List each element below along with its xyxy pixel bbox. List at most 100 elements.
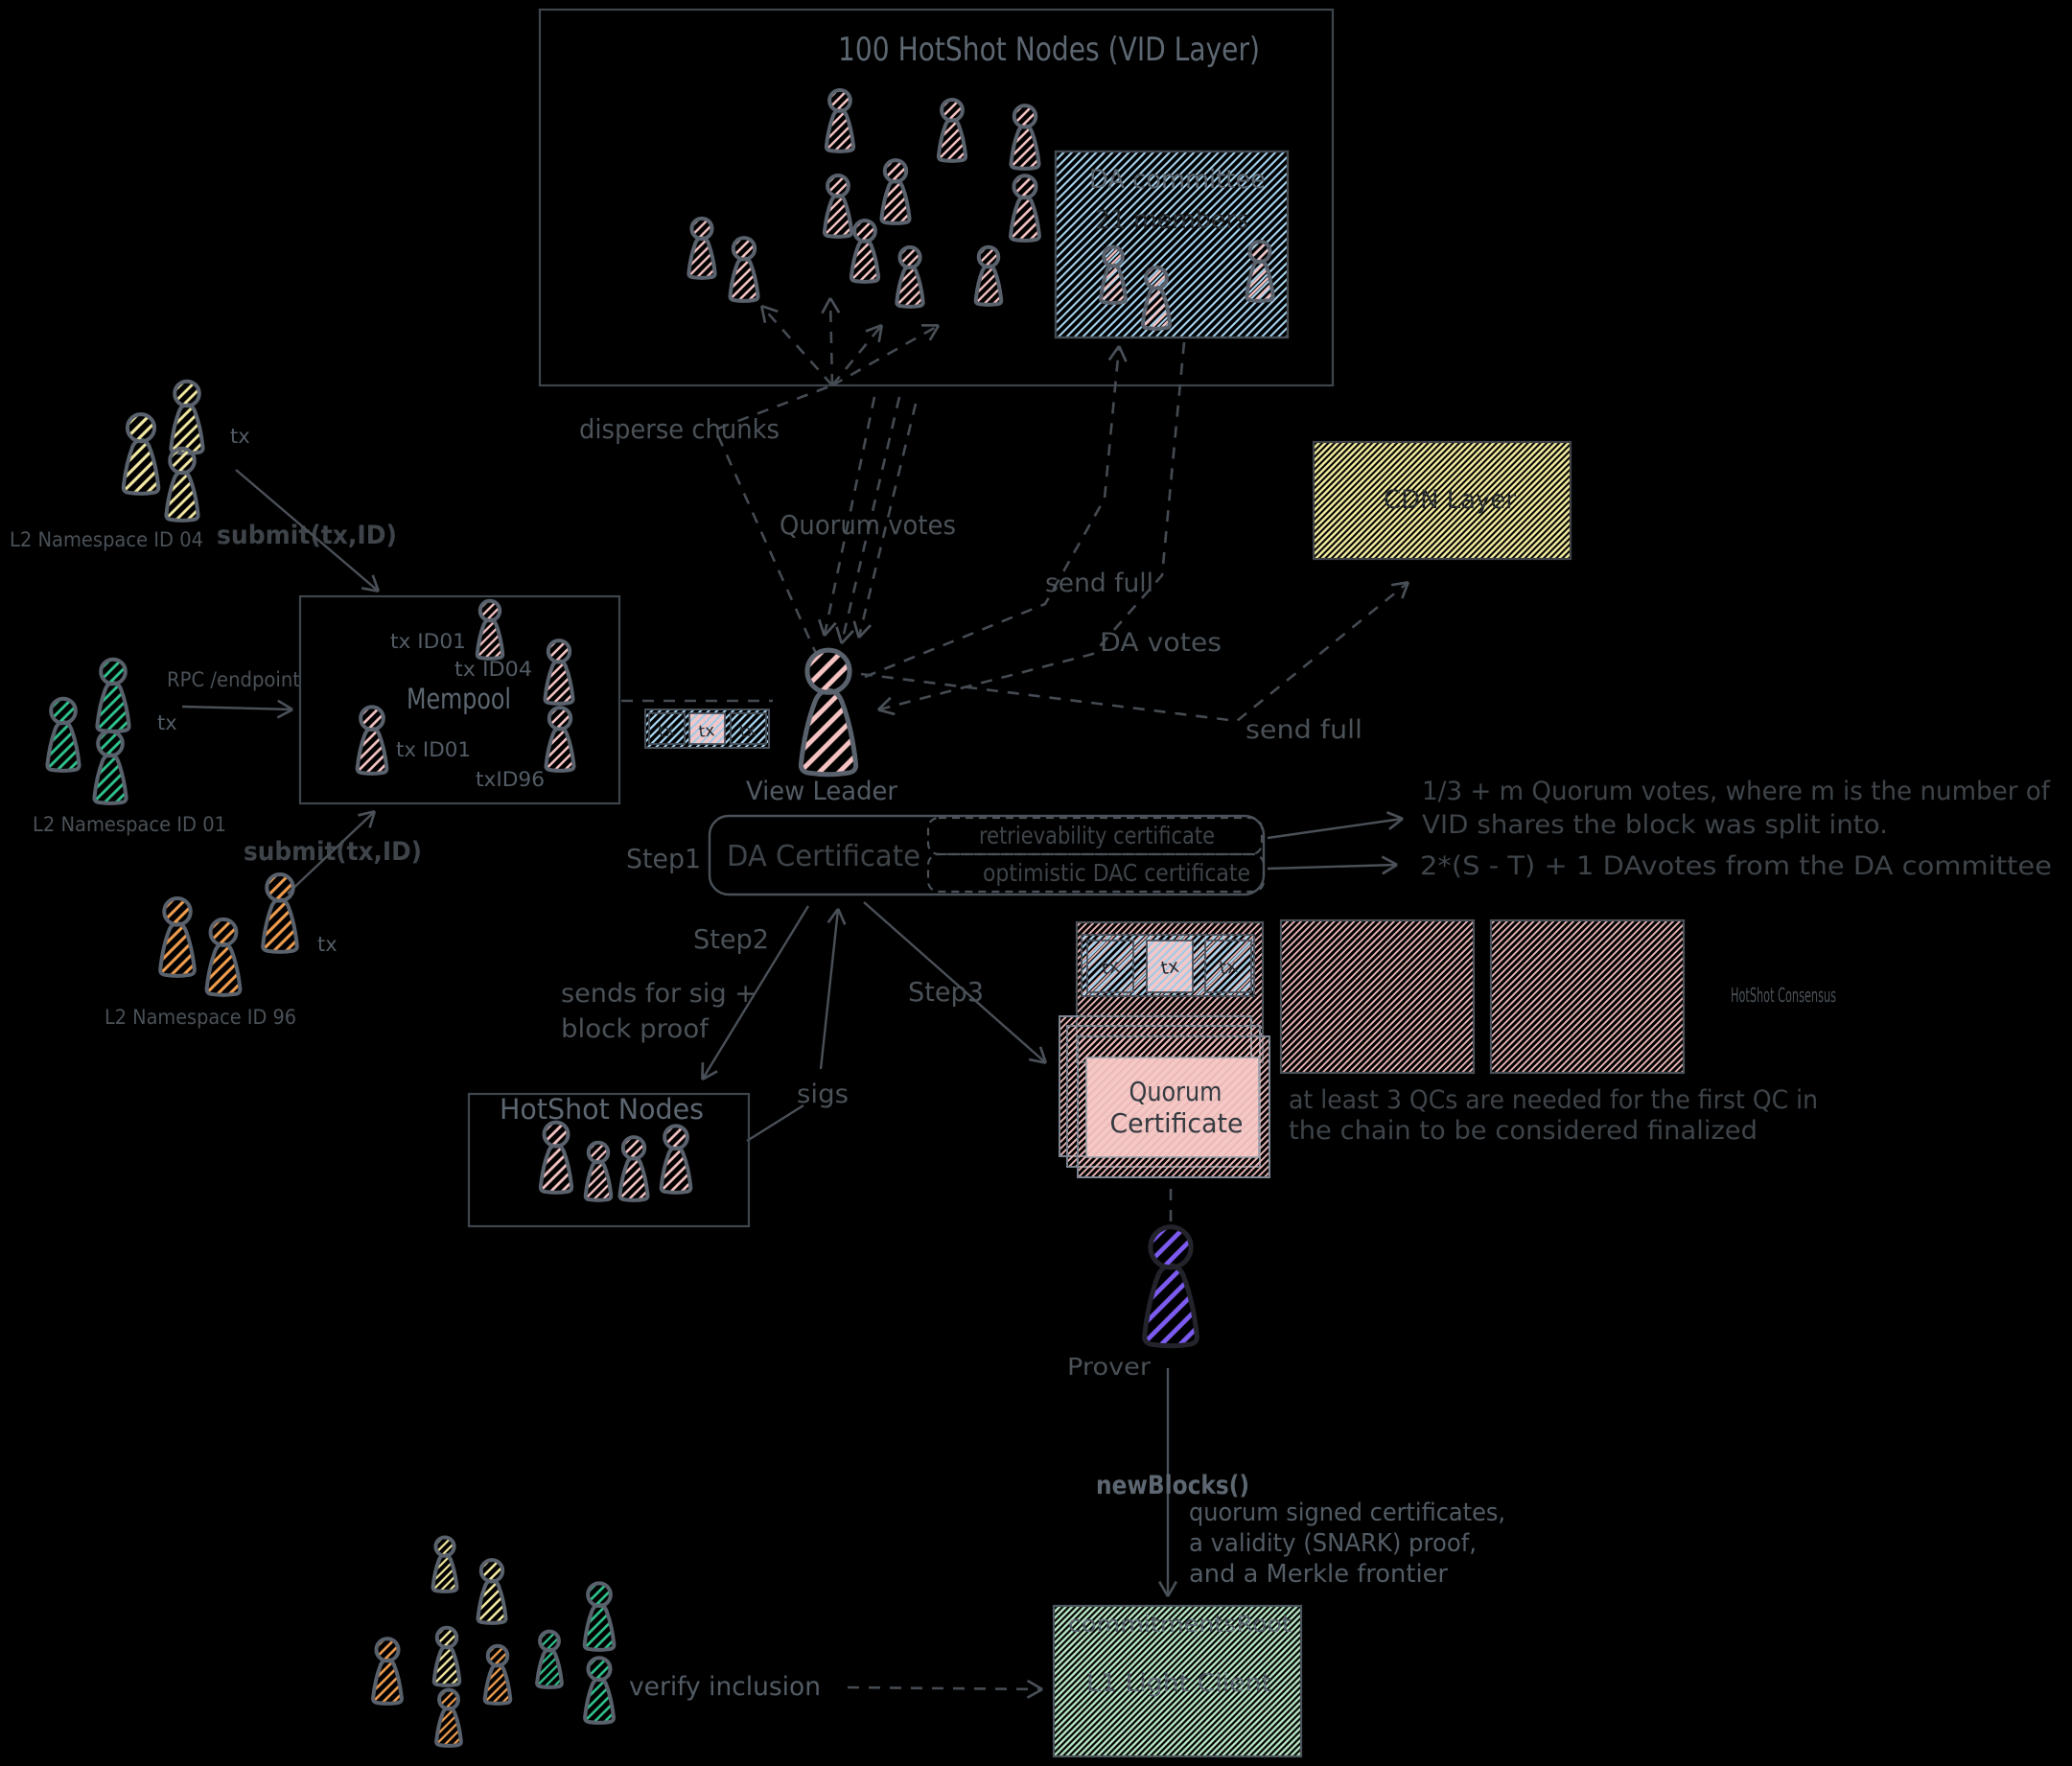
hotshot-nodes-box [467, 1092, 751, 1228]
send-full-cdn-flow: send full [860, 583, 1408, 745]
ns01-user-1 [95, 657, 131, 733]
quorum-certificate-panel [1085, 1057, 1260, 1158]
mempool-entry-1: tx ID01 [390, 630, 466, 653]
verify-inclusion-label: verify inclusion [629, 1672, 821, 1702]
block-1-tx-cell-1 [1086, 940, 1134, 993]
hotshot-nodes-title: HotShot Nodes [500, 1093, 704, 1126]
vid-node-10 [688, 219, 714, 278]
optimistic-dac-certificate-label: optimistic DAC certificate [983, 859, 1250, 887]
vid-node-5 [879, 158, 912, 225]
ns96-user-2 [158, 896, 197, 978]
l1-light-client-box [1052, 1604, 1303, 1758]
da-committee-title: DA committee [1089, 165, 1266, 195]
quorum-votes-label: Quorum votes [780, 509, 956, 541]
new-blocks-desc-3: and a Merkle frontier [1189, 1560, 1448, 1589]
ns01-user-3 [92, 729, 128, 805]
quorum-certificate-group: Quorum Certificate [1059, 1015, 1270, 1178]
block-1-tx-3: tx [1218, 956, 1239, 980]
da-votes-label: DA votes [1100, 628, 1222, 658]
quorum-note-line-1: 1/3 + m Quorum votes, where m is the num… [1422, 777, 2051, 806]
retrievability-certificate-label: retrievability certificate [979, 822, 1215, 849]
new-blocks-label: newBlocks() [1096, 1471, 1249, 1500]
namespace-96-group: submit(tx,ID) tx L2 Namespace ID 96 [105, 812, 422, 1029]
namespace-01-group: RPC /endpoint tx L2 Namespace ID 01 [33, 668, 300, 836]
vid-node-7 [896, 247, 922, 307]
block-1-tx-cell-3 [1204, 940, 1252, 993]
l2-user-9 [583, 1656, 616, 1725]
vid-node-2 [939, 100, 966, 161]
sends-for-sig-label-line1: sends for sig + [561, 979, 757, 1009]
block-row-tx-3: tx [738, 721, 757, 743]
cdn-layer-box [1312, 440, 1572, 561]
vid-node-1 [826, 90, 853, 151]
block-row-tx-1: tx [657, 721, 675, 742]
namespace-96-label: L2 Namespace ID 96 [105, 1006, 296, 1029]
optimistic-dac-certificate-box [926, 852, 1266, 894]
retrievability-note-arrow [1267, 819, 1402, 840]
disperse-chunks-label: disperse chunks [579, 413, 780, 445]
prover-pawn [1145, 1227, 1198, 1346]
submit-arrow-top [235, 469, 378, 591]
disperse-arrow-1 [762, 307, 833, 386]
step2-label: Step2 [693, 923, 769, 955]
step1-label: Step1 [626, 843, 701, 874]
block-3 [1489, 918, 1686, 1075]
new-blocks-desc-2: a validity (SNARK) proof, [1189, 1529, 1477, 1558]
verify-inclusion-flow: verify inclusion [629, 1672, 1041, 1702]
l2-user-1 [431, 1535, 459, 1593]
hotshot-node-4 [659, 1124, 693, 1195]
ns04-user-2 [169, 379, 205, 455]
block-row-cell-1 [648, 712, 686, 745]
quorum-certificate-line-1: Quorum [1129, 1076, 1222, 1107]
vid-node-4 [825, 175, 851, 237]
l2-user-8 [582, 1581, 617, 1652]
da-certificate-group: Step1 DA Certificate retrievability cert… [626, 814, 1402, 896]
block-row-cell-3 [730, 712, 767, 745]
commitments-root-label: commitmentsRoot [1068, 1611, 1292, 1638]
namespace-04-group: tx L2 Namespace ID 04 submit(tx,ID) [10, 425, 397, 591]
l2-user-3 [434, 1628, 460, 1685]
sigs-label: sigs [797, 1080, 849, 1109]
da-votes-flow: DA votes [879, 341, 1222, 709]
submit-arrow-bottom [287, 812, 374, 895]
step2-group: Step2 sends for sig + block proof sigs [561, 905, 849, 1143]
mempool-node-1 [477, 601, 503, 659]
send-full-cdn-label: send full [1246, 715, 1362, 745]
sends-for-sig-label-line2: block proof [561, 1014, 710, 1044]
quorum-votes-line-3 [859, 403, 918, 637]
disperse-chunks-flow: disperse chunks [579, 299, 938, 659]
l2-user-5 [434, 1687, 463, 1748]
step3-group: Step3 [863, 901, 1045, 1062]
namespace-01-label: L2 Namespace ID 01 [33, 813, 226, 836]
da-certificate-box [708, 814, 1266, 896]
da-note: 2*(S - T) + 1 DAvotes from the DA commit… [1420, 851, 2052, 881]
mempool-node-3 [355, 705, 389, 776]
optimistic-note-arrow [1267, 865, 1396, 869]
ns04-user-1 [124, 414, 159, 494]
mempool-group: tx ID01 tx ID04 Mempool tx ID01 txID96 [298, 594, 621, 805]
prover-group: Prover newBlocks() quorum signed certifi… [1067, 1189, 1505, 1595]
da-committee-members: 21 members [1095, 205, 1248, 235]
block-row-mini: tx tx tx [644, 709, 770, 749]
sigs-arrow [819, 910, 838, 1070]
rpc-endpoint-label: RPC /endpoint [167, 668, 300, 691]
step3-label: Step3 [908, 976, 984, 1008]
vid-node-9 [976, 247, 1002, 305]
hotshot-consensus-label: HotShot Consensus [1731, 984, 1836, 1007]
ns04-user-3 [164, 446, 200, 523]
certificate-notes: 1/3 + m Quorum votes, where m is the num… [1420, 777, 2052, 881]
l2-user-2 [476, 1558, 508, 1625]
verify-inclusion-arrow [847, 1687, 1041, 1689]
retrievability-certificate-box [926, 816, 1264, 856]
da-certificate-label: DA Certificate [727, 840, 920, 873]
l2-user-7 [535, 1629, 564, 1689]
qc-note-line-2: the chain to be considered finalized [1289, 1116, 1758, 1146]
mempool-entry-3: tx ID01 [396, 738, 471, 761]
ns01-user-2 [45, 696, 81, 773]
da-committee-box [1054, 150, 1290, 339]
quorum-note-line-2: VID shares the block was split into. [1422, 810, 1888, 840]
disperse-arrow-2 [830, 299, 832, 386]
mempool-node-4 [544, 706, 576, 773]
mempool-entry-4: txID96 [476, 768, 545, 791]
